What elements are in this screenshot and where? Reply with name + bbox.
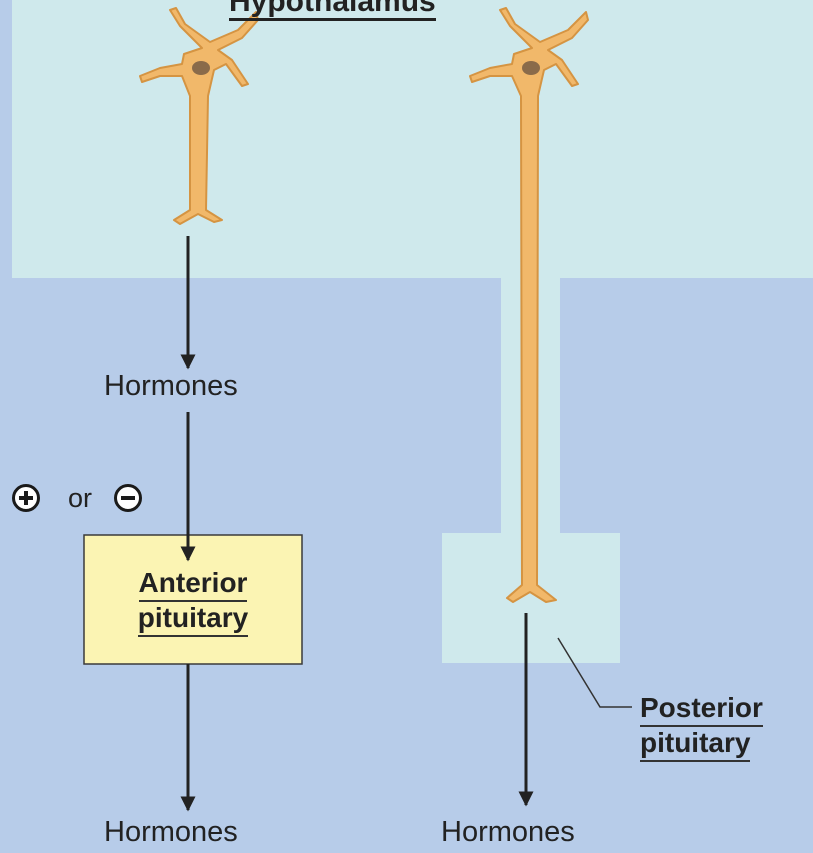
anterior-pituitary-line2: pituitary [138, 602, 248, 637]
posterior-pituitary-line1: Posterior [640, 692, 763, 727]
hypothalamus-title: Hypothalamus [229, 0, 436, 21]
minus-sign-icon [114, 484, 142, 512]
posterior-pituitary-label: Posterior pituitary [640, 692, 763, 762]
hypothalamus-region [12, 0, 813, 278]
hormones-label: Hormones [104, 372, 238, 401]
hormones-label: Hormones [441, 818, 575, 847]
anterior-pituitary-label: Anterior pituitary [84, 567, 302, 637]
or-connector-label: or [68, 485, 92, 512]
posterior-pituitary-line2: pituitary [640, 727, 750, 762]
hormones-label: Hormones [104, 818, 238, 847]
anterior-pituitary-line1: Anterior [139, 567, 248, 602]
plus-sign-icon [12, 484, 40, 512]
